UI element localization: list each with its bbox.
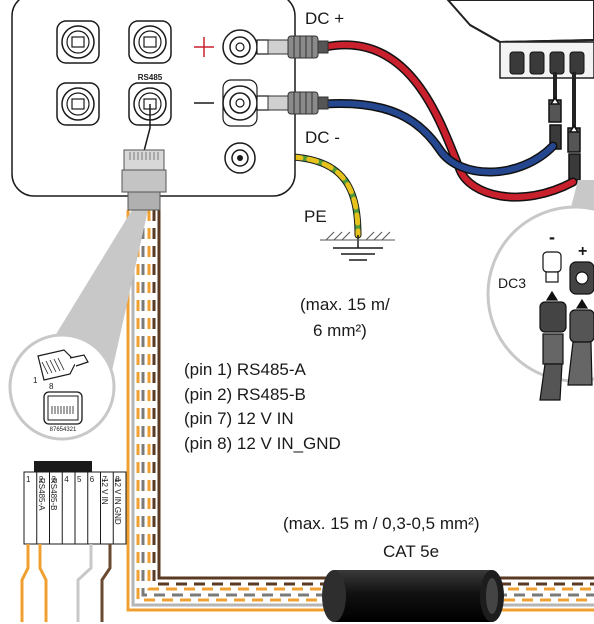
terminal-number-7: 7 (103, 475, 108, 484)
terminal-number-3: 3 (52, 475, 57, 484)
rj45-callout: 1 8 87654321 (8, 333, 116, 441)
terminal-number-4: 4 (64, 475, 69, 484)
terminal-label-rs485-a: RS485-A (37, 478, 46, 511)
terminal-number-6: 6 (90, 475, 95, 484)
terminal-number-2: 2 (39, 475, 44, 484)
rj45-plug-icon (37, 349, 89, 381)
rs485-patch-cable (142, 104, 151, 156)
pin1-label: (pin 1) RS485-A (184, 360, 307, 379)
cat-type-label: CAT 5e (383, 542, 439, 561)
inverter-housing (446, 0, 594, 79)
terminal-number-5: 5 (77, 475, 82, 484)
jack-pin-order: 87654321 (50, 427, 77, 433)
dc3-minus-sign: - (549, 227, 555, 247)
pe-terminal (224, 142, 256, 174)
rs485-port-label: RS485 (138, 73, 163, 82)
cat5e-sleeve (322, 570, 504, 622)
pin7-label: (pin 7) 12 V IN (184, 409, 294, 428)
terminal-number-8: 8 (115, 475, 120, 484)
dc-plus-label: DC + (305, 9, 344, 28)
terminal-block-leads (20, 544, 112, 622)
rj45-pin1-label: 1 (33, 376, 38, 385)
pin8-label: (pin 8) 12 V IN_GND (184, 434, 341, 453)
dc-cables (320, 40, 578, 202)
dc-minus-plug (267, 91, 329, 115)
terminal-number-1: 1 (26, 475, 31, 484)
dc-plus-plug (267, 35, 329, 59)
cat-spec-label: (max. 15 m / 0,3-0,5 mm²) (283, 514, 479, 533)
rj45-ports (56, 20, 172, 126)
rj45-pin8-label: 8 (49, 382, 54, 391)
ground-symbol (320, 231, 395, 261)
dc-plus-terminal (194, 29, 270, 65)
dc3-connector-minus (539, 251, 567, 401)
dc3-connector-plus (567, 261, 594, 386)
pe-spec-line1: (max. 15 m/ (300, 295, 390, 314)
inverter-dc-connectors (548, 72, 581, 181)
pin2-label: (pin 2) RS485-B (184, 385, 306, 404)
dc-minus-terminal (194, 79, 270, 127)
rj45-jack-icon (43, 391, 83, 425)
inverter-connectors (509, 51, 585, 75)
dc-minus-label: DC - (305, 128, 340, 147)
dc3-callout: DC3 - + (486, 205, 594, 401)
terminal-label-12v-in-gnd: 12 V IN GND (113, 478, 122, 525)
terminal-label-rs485-b: RS485-B (49, 478, 58, 510)
dc3-label: DC3 (498, 275, 526, 291)
pe-spec-line2: 6 mm²) (313, 321, 367, 340)
rj45-plug (121, 149, 167, 211)
dc3-plus-sign: + (578, 243, 587, 260)
terminal-label-12v-in: 12 V IN (100, 478, 109, 505)
pe-label: PE (304, 207, 327, 226)
